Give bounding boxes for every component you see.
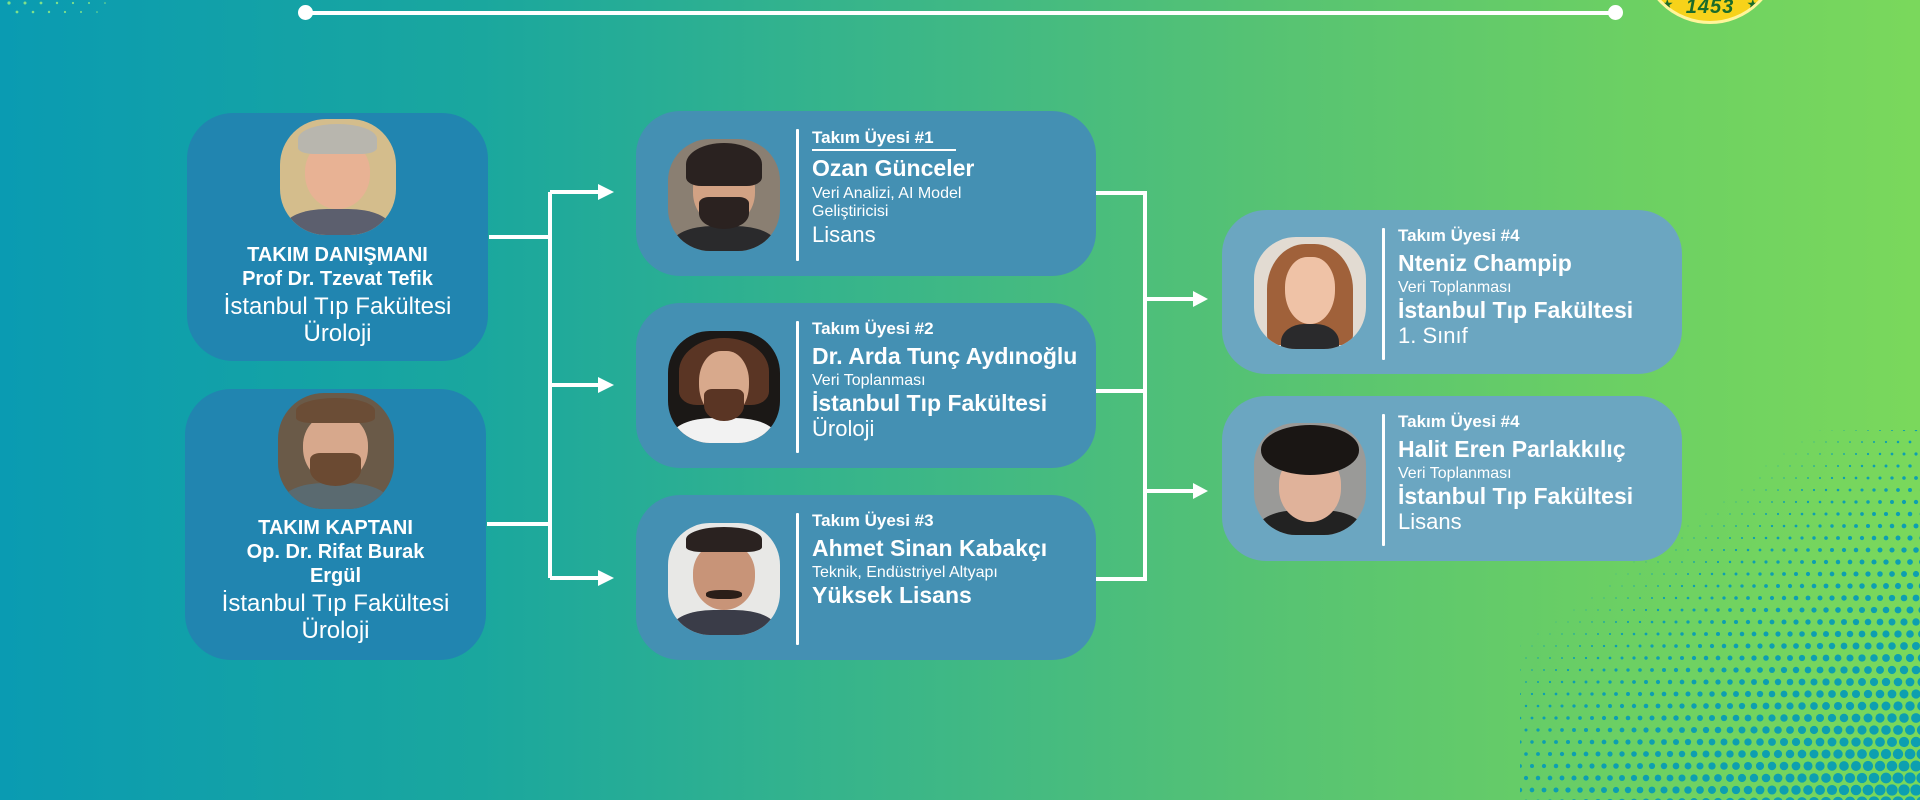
member-4-photo — [1254, 237, 1366, 349]
captain-name-line1: Op. Dr. Rifat Burak — [246, 541, 425, 563]
member-4-role: Veri Toplanması — [1398, 279, 1512, 296]
captain-department: Üroloji — [301, 617, 370, 644]
member-card-5: Takım Üyesi #4 Halit Eren Parlakkılıç Ve… — [1222, 396, 1682, 561]
advisor-institution: İstanbul Tıp Fakültesi — [223, 293, 452, 320]
member-5-photo — [1254, 423, 1366, 535]
captain-photo — [277, 393, 394, 509]
member-5-level: Lisans — [1398, 509, 1462, 534]
arrow-icon — [1193, 291, 1208, 307]
advisor-card: TAKIM DANIŞMANI Prof Dr. Tzevat Tefik İs… — [187, 113, 488, 361]
divider — [796, 129, 799, 261]
member-1-label: Takım Üyesi #1 — [812, 127, 956, 151]
seal-year: 1453 — [1685, 0, 1735, 18]
captain-card: TAKIM KAPTANI Op. Dr. Rifat Burak Ergül … — [185, 389, 486, 660]
arrow-icon — [598, 570, 614, 586]
member-3-label: Takım Üyesi #3 — [812, 511, 934, 530]
dot-pattern-top-left — [7, 1, 106, 14]
member-5-label: Takım Üyesi #4 — [1398, 412, 1520, 431]
star-icon: ★ — [1661, 0, 1674, 12]
captain-institution: İstanbul Tıp Fakültesi — [221, 590, 450, 617]
advisor-name: Prof Dr. Tzevat Tefik — [242, 268, 433, 290]
member-1-role-line2: Geliştiricisi — [812, 203, 889, 220]
member-2-role: Veri Toplanması — [812, 372, 926, 389]
timeline-start-dot — [298, 5, 313, 20]
member-5-role: Veri Toplanması — [1398, 465, 1512, 482]
arrow-icon — [598, 184, 614, 200]
divider — [796, 513, 799, 645]
member-4-label: Takım Üyesi #4 — [1398, 226, 1520, 245]
member-1-role-line1: Veri Analizi, AI Model — [812, 185, 962, 202]
member-1-name: Ozan Günceler — [812, 155, 975, 181]
member-3-name: Ahmet Sinan Kabakçı — [812, 535, 1048, 561]
member-2-name: Dr. Arda Tunç Aydınoğlu — [812, 343, 1078, 369]
member-5-name: Halit Eren Parlakkılıç — [1398, 436, 1626, 462]
member-3-level: Yüksek Lisans — [812, 582, 972, 608]
arrow-icon — [1193, 483, 1208, 499]
member-card-2: Takım Üyesi #2 Dr. Arda Tunç Aydınoğlu V… — [636, 303, 1096, 468]
advisor-role: TAKIM DANIŞMANI — [247, 244, 428, 266]
member-3-role: Teknik, Endüstriyel Altyapı — [812, 564, 998, 581]
dot-pattern-bottom-right — [1520, 430, 1920, 800]
arrow-icon — [598, 377, 614, 393]
member-2-photo — [668, 331, 780, 443]
member-3-photo — [668, 523, 780, 635]
member-card-3: Takım Üyesi #3 Ahmet Sinan Kabakçı Tekni… — [636, 495, 1096, 660]
divider — [1382, 414, 1385, 546]
member-card-4: Takım Üyesi #4 Nteniz Champip Veri Topla… — [1222, 210, 1682, 374]
timeline-line — [305, 11, 1615, 15]
member-1-level: Lisans — [812, 222, 876, 247]
divider — [1382, 228, 1385, 360]
captain-role: TAKIM KAPTANI — [258, 517, 413, 539]
member-2-institution: İstanbul Tıp Fakültesi — [812, 390, 1048, 416]
member-4-institution: İstanbul Tıp Fakültesi — [1398, 297, 1634, 323]
member-4-level: 1. Sınıf — [1398, 323, 1468, 348]
timeline-end-dot — [1608, 5, 1623, 20]
member-5-institution: İstanbul Tıp Fakültesi — [1398, 483, 1634, 509]
advisor-photo — [279, 119, 396, 235]
star-icon: ★ — [1746, 0, 1759, 12]
divider — [796, 321, 799, 453]
member-2-label: Takım Üyesi #2 — [812, 319, 934, 338]
member-4-name: Nteniz Champip — [1398, 250, 1572, 276]
member-card-1: Takım Üyesi #1 Ozan Günceler Veri Analiz… — [636, 111, 1096, 276]
member-2-level: Üroloji — [812, 416, 875, 441]
captain-name-line2: Ergül — [309, 565, 362, 587]
member-1-photo — [668, 139, 780, 251]
advisor-department: Üroloji — [303, 320, 372, 347]
